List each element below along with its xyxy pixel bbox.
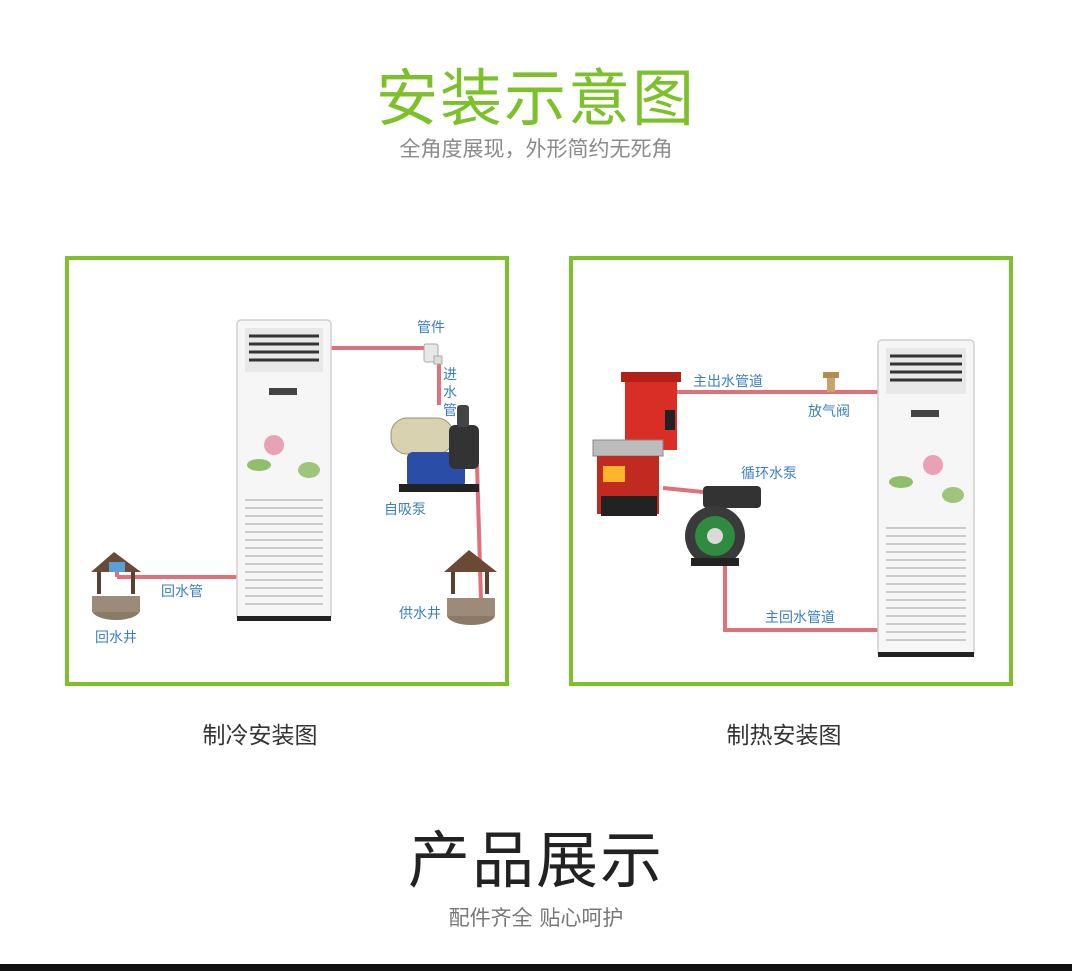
cooling-diagram-panel: 管件 进 水 管 自吸泵 回水管 回水井 供水井 bbox=[65, 256, 509, 686]
boiler-icon bbox=[592, 372, 681, 516]
self-priming-pump-icon bbox=[390, 405, 479, 492]
ac-unit-icon bbox=[877, 339, 975, 657]
product-section-subtitle: 配件齐全 贴心呵护 bbox=[448, 906, 624, 930]
label-inlet-2: 水 bbox=[443, 385, 457, 401]
supply-well-icon bbox=[444, 550, 497, 625]
label-circulation-pump: 循环水泵 bbox=[741, 466, 797, 482]
label-main-return: 主回水管道 bbox=[765, 610, 835, 626]
label-inlet-3: 管 bbox=[443, 403, 457, 419]
cooling-diagram: 管件 进 水 管 自吸泵 回水管 回水井 供水井 bbox=[91, 319, 497, 646]
return-well-icon bbox=[91, 552, 141, 620]
label-supply-well: 供水井 bbox=[399, 606, 441, 622]
air-valve-icon bbox=[823, 372, 839, 392]
heating-caption: 制热安装图 bbox=[726, 723, 842, 749]
bottom-divider bbox=[0, 964, 1072, 971]
label-inlet-1: 进 bbox=[443, 367, 457, 383]
heating-pipes bbox=[662, 390, 878, 632]
label-main-outlet: 主出水管道 bbox=[693, 374, 763, 390]
cooling-caption: 制冷安装图 bbox=[202, 723, 318, 749]
page-title: 安装示意图 bbox=[375, 62, 696, 135]
ac-unit-icon bbox=[236, 319, 332, 621]
label-air-valve: 放气阀 bbox=[808, 404, 850, 420]
heating-diagram: 主出水管道 放气阀 循环水泵 主回水管道 bbox=[592, 339, 975, 657]
label-return-well: 回水井 bbox=[95, 630, 137, 646]
product-section-title: 产品展示 bbox=[407, 824, 664, 897]
heating-diagram-panel: 主出水管道 放气阀 循环水泵 主回水管道 bbox=[569, 256, 1013, 686]
circulation-pump-icon bbox=[685, 486, 761, 566]
label-fittings: 管件 bbox=[417, 320, 445, 336]
label-return-pipe: 回水管 bbox=[161, 584, 203, 600]
pipe-fitting-icon bbox=[423, 343, 443, 365]
label-self-priming-pump: 自吸泵 bbox=[384, 502, 426, 518]
page-subtitle: 全角度展现，外形简约无死角 bbox=[399, 137, 673, 161]
